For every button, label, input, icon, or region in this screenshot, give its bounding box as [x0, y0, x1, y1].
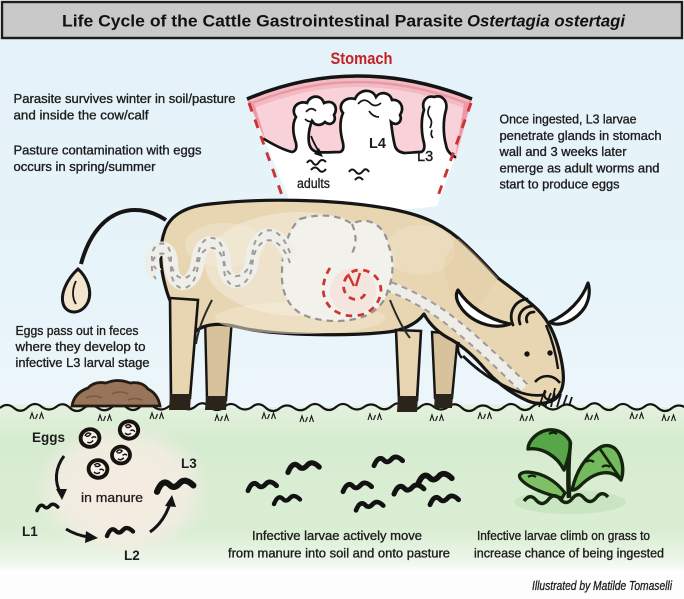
svg-text:Illustrated by Matilde Tomasel: Illustrated by Matilde Tomaselli: [532, 579, 673, 593]
svg-text:L2: L2: [124, 548, 140, 563]
svg-text:and inside the cow/calf: and inside the cow/calf: [14, 107, 149, 122]
svg-text:emerge as adult worms and: emerge as adult worms and: [500, 160, 660, 175]
svg-text:adults: adults: [297, 176, 330, 191]
svg-text:infective L3 larval stage: infective L3 larval stage: [16, 355, 150, 370]
svg-text:penetrate glands in stomach: penetrate glands in stomach: [500, 128, 662, 143]
svg-text:Infective larvae climb on gras: Infective larvae climb on grass to: [477, 528, 650, 543]
svg-text:L3: L3: [417, 149, 433, 165]
svg-text:Eggs: Eggs: [32, 430, 65, 445]
svg-text:L1: L1: [22, 524, 38, 539]
svg-text:Ostertagia ostertagi: Ostertagia ostertagi: [467, 12, 626, 31]
svg-text:Parasite survives winter in so: Parasite survives winter in soil/pasture: [14, 91, 236, 106]
svg-text:Once ingested, L3 larvae: Once ingested, L3 larvae: [500, 112, 637, 127]
svg-text:L3: L3: [181, 456, 197, 471]
svg-text:Life Cycle of the Cattle Gastr: Life Cycle of the Cattle Gastrointestina…: [62, 12, 463, 31]
svg-text:L4: L4: [369, 136, 386, 152]
svg-text:where they develop to: where they develop to: [14, 339, 145, 354]
svg-text:wall and 3 weeks later: wall and 3 weeks later: [499, 144, 628, 159]
svg-text:Stomach: Stomach: [331, 50, 393, 68]
svg-text:Eggs pass out in feces: Eggs pass out in feces: [16, 323, 139, 338]
svg-text:occurs in spring/summer: occurs in spring/summer: [14, 159, 157, 174]
svg-text:Infective larvae actively move: Infective larvae actively move: [252, 528, 422, 543]
svg-text:Pasture contamination with egg: Pasture contamination with eggs: [14, 143, 202, 158]
svg-text:increase chance of being inges: increase chance of being ingested: [474, 546, 664, 561]
svg-text:from manure into soil and onto: from manure into soil and onto pasture: [228, 546, 450, 561]
svg-text:in manure: in manure: [81, 490, 143, 505]
svg-text:start to produce eggs: start to produce eggs: [500, 177, 620, 192]
